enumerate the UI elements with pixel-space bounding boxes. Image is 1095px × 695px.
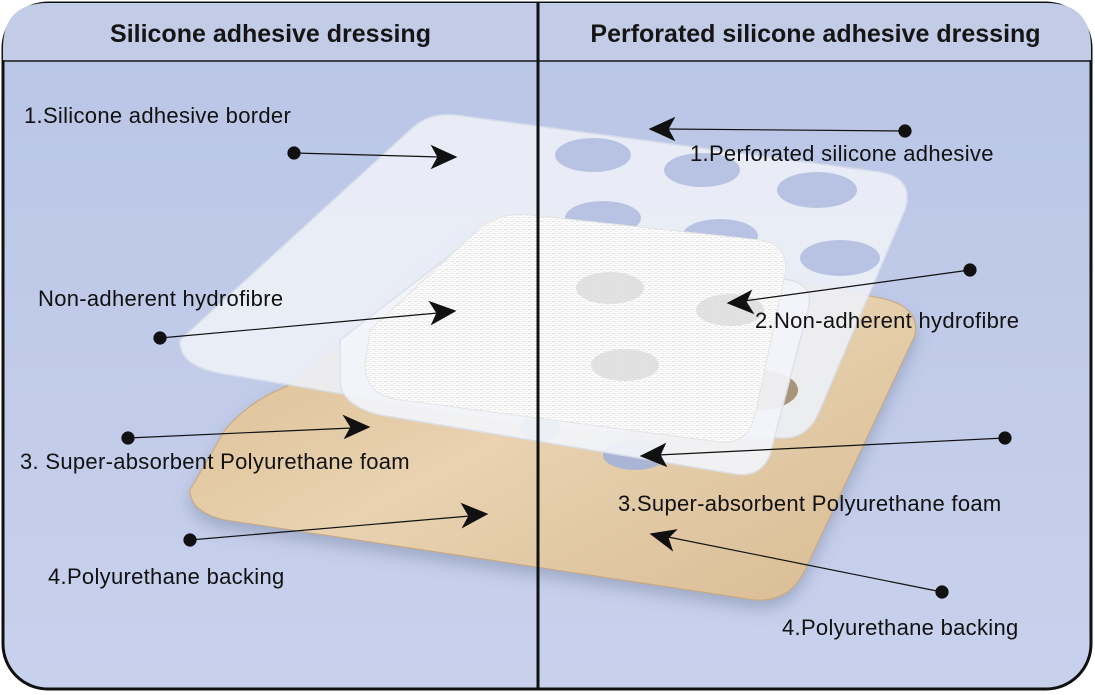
label-right-hydrofibre: 2.Non-adherent hydrofibre: [755, 308, 1019, 334]
right-panel-title: Perforated silicone adhesive dressing: [540, 14, 1091, 54]
label-left-foam: 3. Super-absorbent Polyurethane foam: [20, 449, 410, 475]
left-panel-title: Silicone adhesive dressing: [3, 14, 538, 54]
label-silicone-adhesive-border: 1.Silicone adhesive border: [24, 103, 291, 129]
label-perforated-silicone-adhesive: 1.Perforated silicone adhesive: [690, 141, 994, 167]
label-right-backing: 4.Polyurethane backing: [782, 615, 1019, 641]
label-left-backing: 4.Polyurethane backing: [48, 564, 285, 590]
label-right-foam: 3.Super-absorbent Polyurethane foam: [618, 491, 1002, 517]
label-left-hydrofibre: Non-adherent hydrofibre: [38, 286, 283, 312]
